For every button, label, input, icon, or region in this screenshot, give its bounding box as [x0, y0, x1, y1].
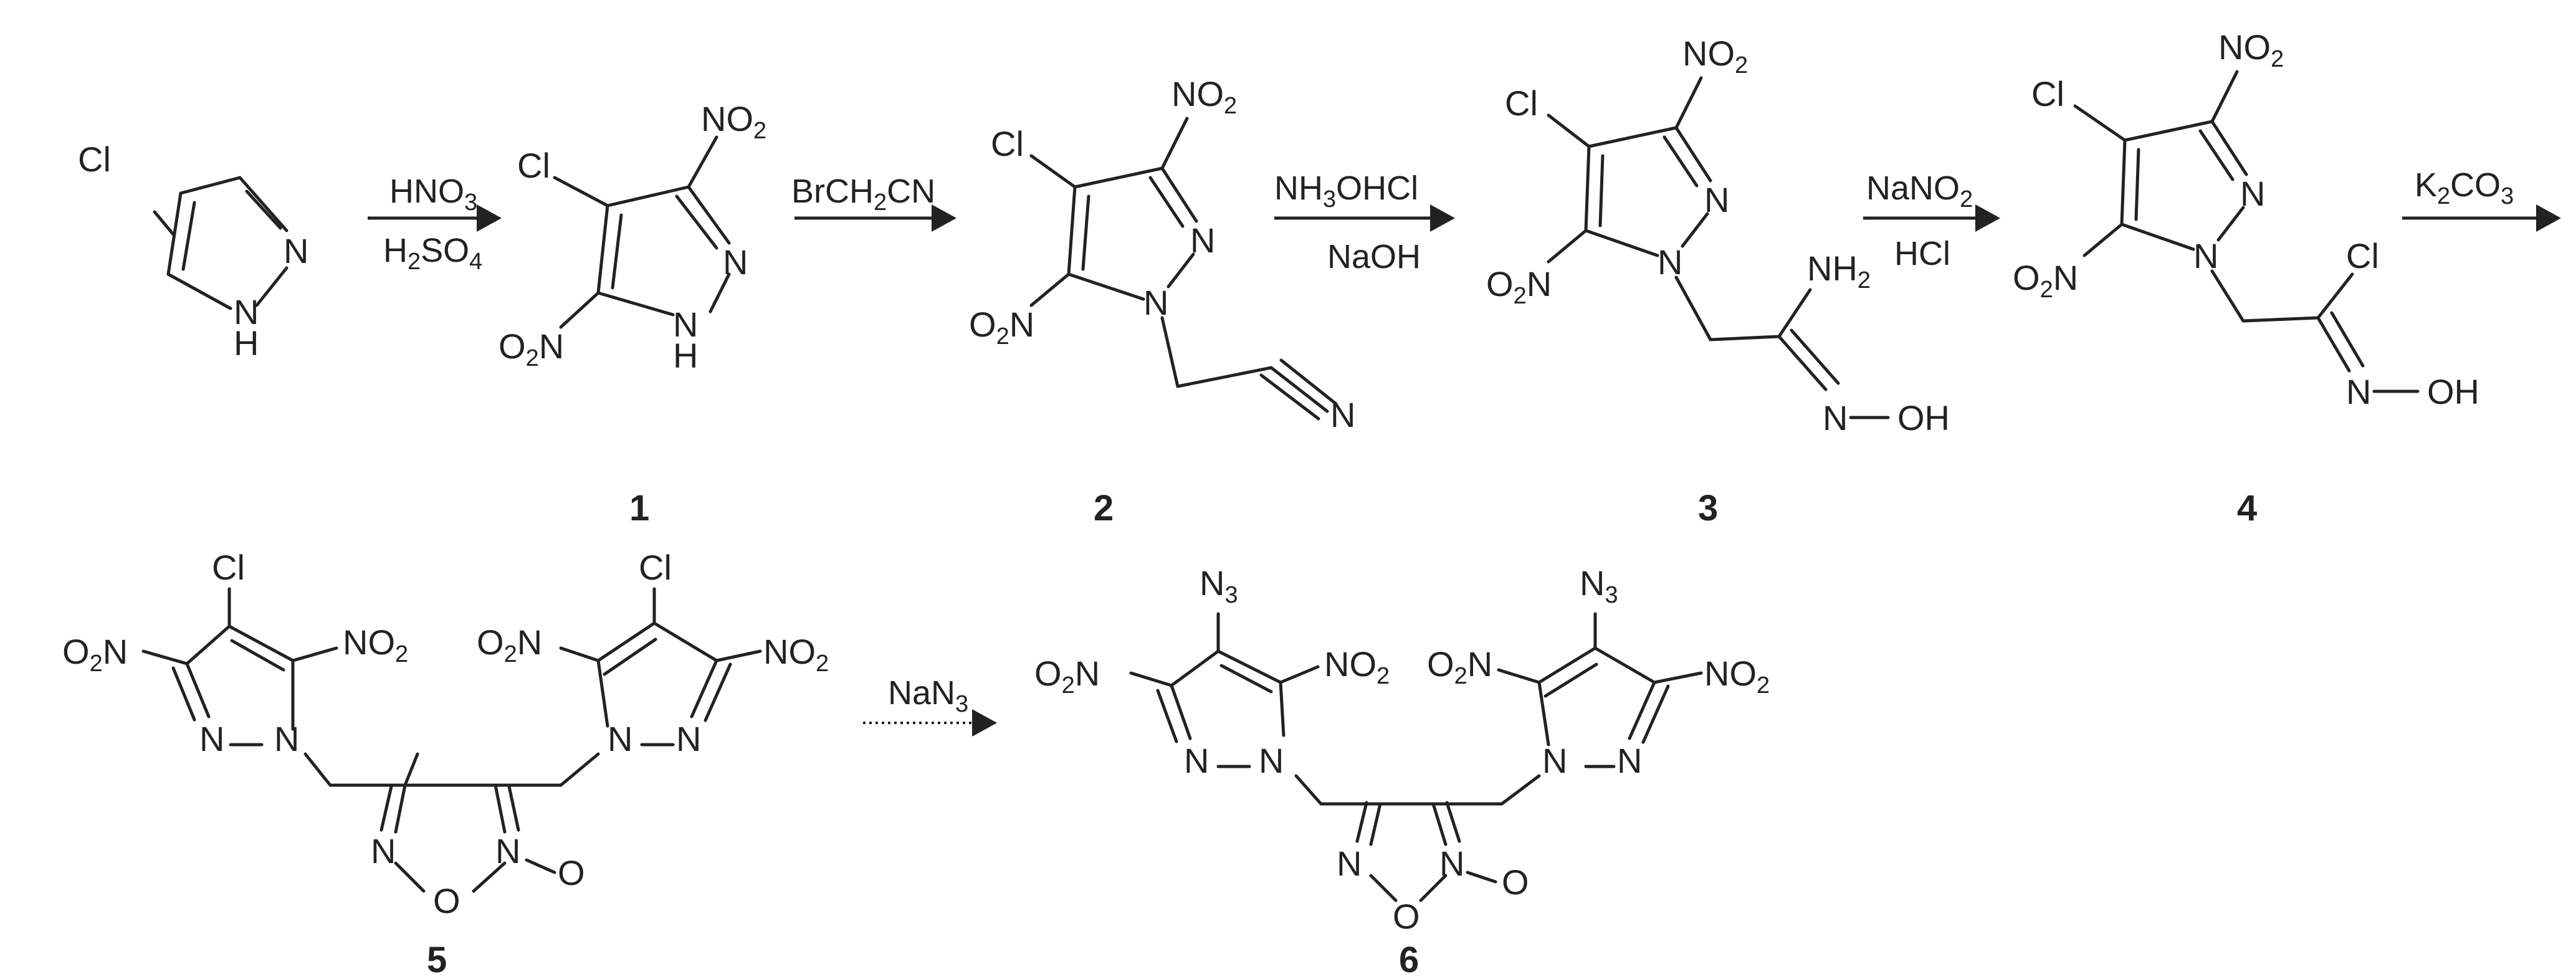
atom-n: N	[673, 305, 698, 344]
atom-n: N	[1259, 741, 1284, 780]
nitro-group: O2N	[1034, 654, 1100, 699]
compound-label-3: 3	[1698, 488, 1718, 528]
compound-3: Cl NO2 N N O2N NH2 N OH 3	[1486, 34, 1950, 528]
atom-n: N	[371, 831, 396, 871]
reagent-h2so4: H2SO4	[383, 232, 482, 275]
nitro-group: O2N	[1427, 644, 1492, 689]
nitro-group: O2N	[1486, 264, 1552, 309]
reagent-hydroxylamine: NH3OHCl	[1274, 170, 1418, 213]
nitro-group: O2N	[969, 305, 1034, 350]
compound-4-chloropyrazole: Cl N N H	[78, 140, 308, 363]
atom-n: N	[1823, 398, 1848, 437]
atom-n: N	[495, 831, 520, 871]
amino-group: NH2	[1807, 249, 1871, 294]
nitro-group: NO2	[1324, 644, 1390, 689]
nitro-group: O2N	[477, 623, 542, 667]
atom-n: N	[234, 292, 259, 332]
reaction-arrow-6: NaN3	[863, 674, 997, 737]
atom-n: N	[723, 242, 748, 282]
reaction-arrow-1: HNO3 H2SO4	[368, 173, 502, 275]
compound-label-5: 5	[427, 940, 447, 979]
atom-n: N	[1617, 741, 1642, 780]
nitro-group: O2N	[62, 632, 128, 677]
atom-n: N	[2240, 174, 2265, 213]
azide-group: N3	[1200, 563, 1238, 608]
nitro-group: NO2	[763, 632, 829, 677]
nitro-group: NO2	[1704, 654, 1770, 699]
atom-o: O	[1502, 862, 1529, 902]
hydroxyl-group: OH	[1897, 398, 1950, 437]
atom-n: N	[1143, 283, 1168, 322]
reaction-arrow-2: BrCH2CN	[791, 173, 956, 232]
atom-cl: Cl	[517, 146, 550, 185]
reagent-k2co3: K2CO3	[2415, 166, 2514, 209]
atom-o: O	[433, 881, 460, 920]
atom-n: N	[1658, 242, 1682, 282]
atom-n: N	[1542, 741, 1567, 780]
nitro-group: NO2	[1682, 34, 1748, 79]
atom-n: N	[2193, 236, 2218, 275]
atom-n: N	[1337, 844, 1362, 883]
compound-5: Cl O2N NO2 N N N N O O Cl O2N NO2 N N 5	[62, 548, 829, 979]
nitro-group: O2N	[499, 327, 564, 371]
atom-n: N	[2346, 372, 2371, 411]
atom-n: N	[1184, 741, 1209, 780]
atom-n: N	[1439, 844, 1464, 883]
reaction-arrow-5: K2CO3	[2402, 166, 2561, 232]
atom-h: H	[673, 336, 698, 375]
reaction-arrow-3: NH3OHCl NaOH	[1274, 170, 1455, 275]
hydroxyl-group: OH	[2427, 372, 2479, 411]
nitro-group: NO2	[343, 623, 408, 667]
atom-n: N	[676, 719, 701, 758]
nitro-group: NO2	[2218, 27, 2284, 72]
atom-cl: Cl	[991, 124, 1024, 163]
atom-h: H	[234, 323, 259, 363]
atom-cl: Cl	[2346, 236, 2379, 275]
atom-n: N	[284, 231, 308, 270]
atom-cl: Cl	[78, 140, 111, 179]
compound-label-6: 6	[1399, 940, 1419, 979]
reagent-bromoacetonitrile: BrCH2CN	[791, 173, 935, 216]
atom-o: O	[1393, 897, 1420, 936]
atom-n: N	[274, 719, 299, 758]
compound-1: Cl NO2 N N H O2N 1	[499, 99, 766, 528]
atom-o: O	[558, 853, 585, 892]
compound-label-2: 2	[1094, 488, 1114, 528]
atom-n: N	[1330, 395, 1355, 434]
reagent-hno3: HNO3	[389, 173, 477, 216]
atom-n: N	[199, 719, 224, 758]
compound-6: N3 O2N NO2 N N N N O O N3 O2N NO2 N N 6	[1034, 563, 1770, 979]
compound-2: Cl NO2 N N O2N N 2	[969, 74, 1355, 528]
reagent-nan3: NaN3	[888, 674, 968, 717]
reagent-nano2: NaNO2	[1866, 170, 1973, 213]
atom-cl: Cl	[212, 548, 245, 587]
compound-4: Cl NO2 N N O2N Cl N OH 4	[2013, 27, 2479, 528]
nitro-group: NO2	[1171, 74, 1237, 119]
reagent-hcl: HCl	[1894, 235, 1950, 272]
compound-label-1: 1	[629, 488, 649, 528]
reagent-naoh: NaOH	[1327, 238, 1421, 275]
atom-n: N	[608, 719, 632, 758]
atom-cl: Cl	[1505, 84, 1538, 123]
reaction-arrow-4: NaNO2 HCl	[1863, 170, 2000, 272]
azide-group: N3	[1580, 563, 1618, 608]
nitro-group: O2N	[2013, 258, 2078, 303]
compound-label-4: 4	[2237, 488, 2257, 528]
nitro-group: NO2	[701, 99, 766, 144]
atom-n: N	[1190, 221, 1215, 260]
atom-n: N	[1704, 180, 1729, 219]
atom-cl: Cl	[2031, 74, 2064, 113]
atom-cl: Cl	[639, 548, 672, 587]
